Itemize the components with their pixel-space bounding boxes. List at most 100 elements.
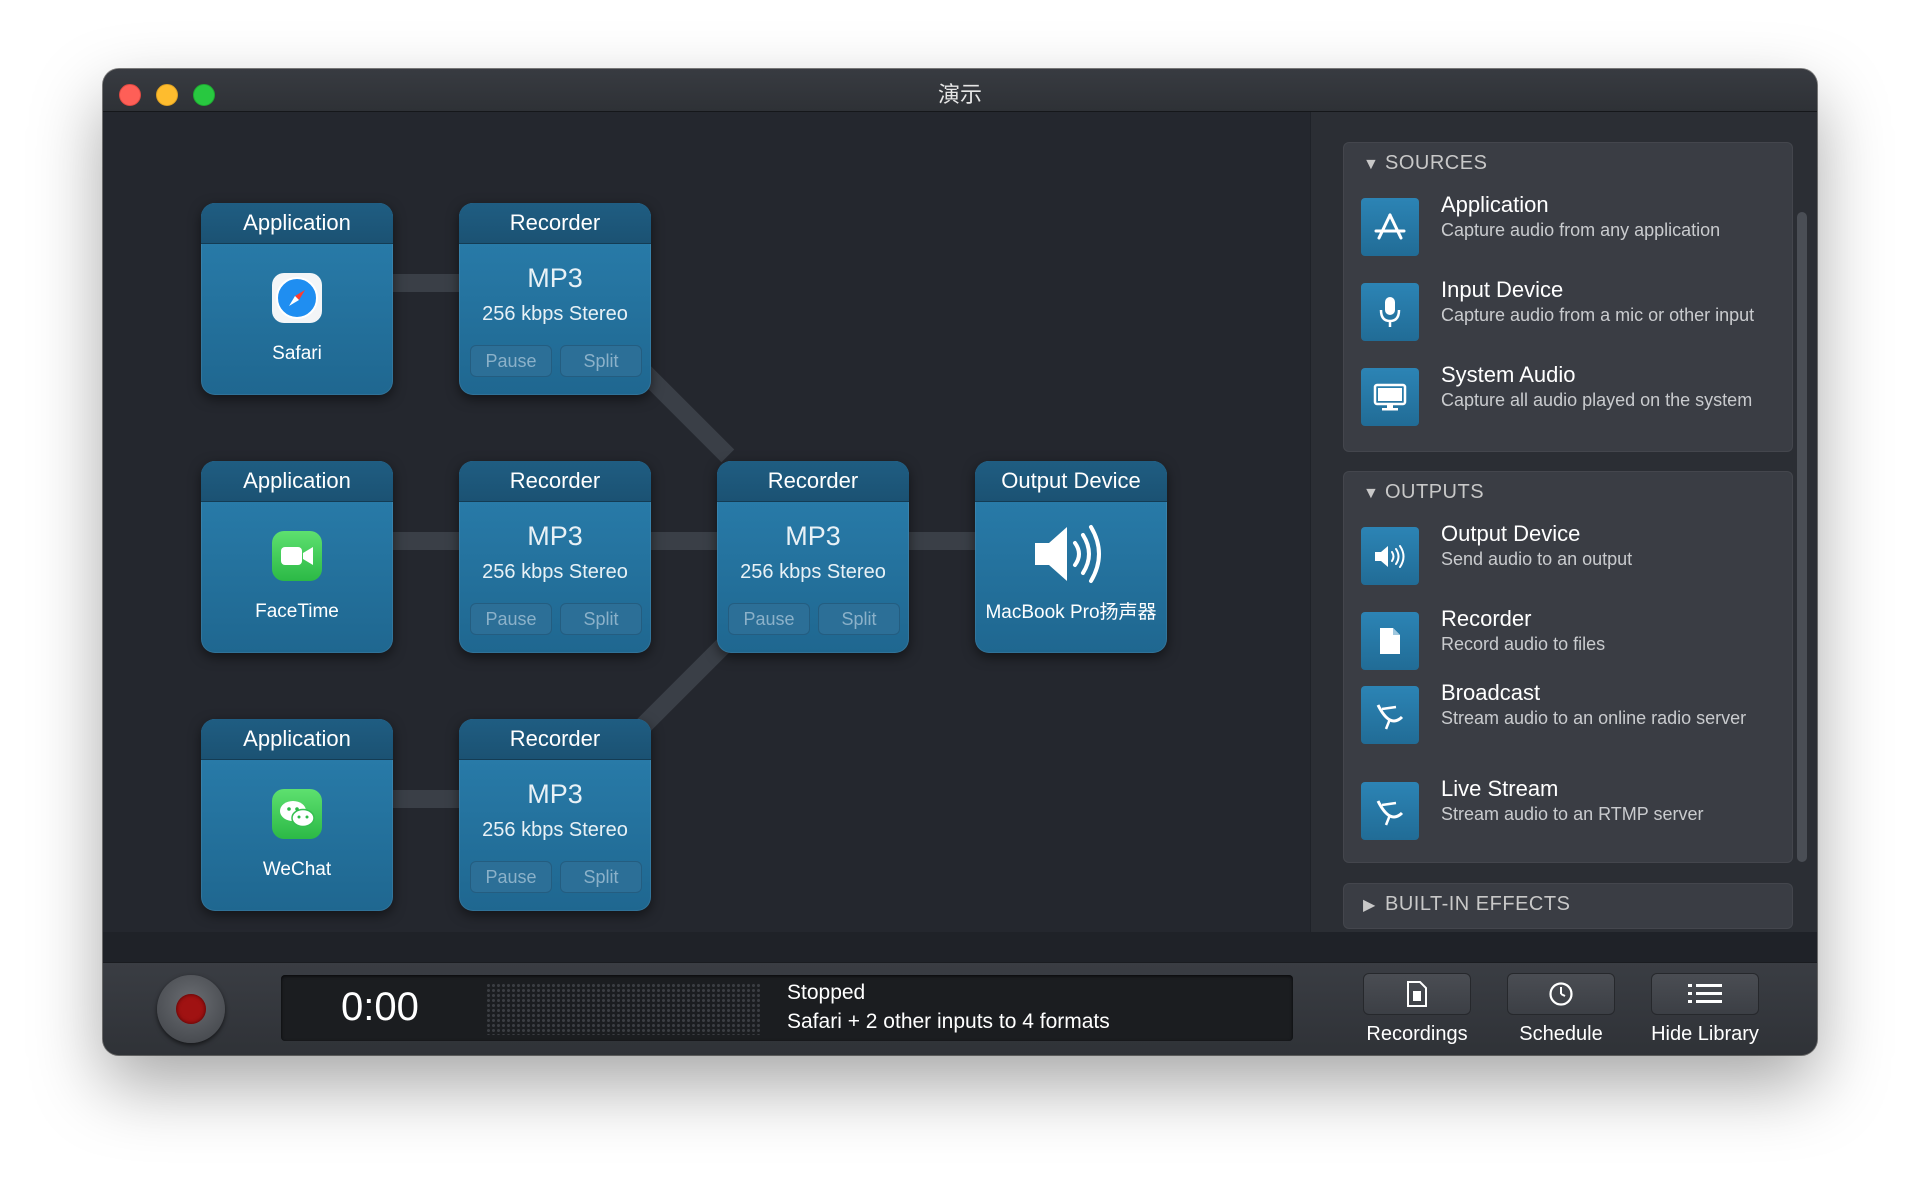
pause-button[interactable]: Pause (470, 861, 552, 893)
app-name: WeChat (262, 859, 332, 880)
hide-library-button[interactable]: Hide Library (1650, 973, 1760, 1053)
status-summary: Safari + 2 other inputs to 4 formats (787, 1010, 1110, 1033)
transport-bar: 0:00 Stopped Safari + 2 other inputs to … (103, 962, 1817, 1055)
app-name: FaceTime (255, 601, 339, 622)
library-item-recorder[interactable]: Recorder Record audio to files (1361, 606, 1781, 692)
node-header: Application (201, 203, 393, 244)
library-item-desc: Send audio to an output (1441, 549, 1633, 569)
library-item-desc: Capture audio from any application (1441, 220, 1721, 240)
library-scrollbar[interactable] (1797, 212, 1807, 862)
app-name: Safari (272, 343, 322, 364)
output-device-name: MacBook Pro扬声器 (985, 602, 1157, 623)
wire-facetime-recorder (393, 532, 463, 550)
record-icon (176, 994, 206, 1024)
pause-button[interactable]: Pause (728, 603, 810, 635)
recorder-quality: 256 kbps Stereo (740, 561, 886, 583)
schedule-button[interactable]: Schedule (1506, 973, 1616, 1053)
outputs-heading: OUTPUTS (1385, 481, 1485, 503)
output-device-node[interactable]: Output Device MacBook Pro扬声器 (975, 461, 1167, 653)
recorder-quality: 256 kbps Stereo (482, 819, 628, 841)
sources-panel: ▼ SOURCES Application Capture audio from … (1343, 142, 1793, 452)
library-item-desc: Stream audio to an online radio server (1441, 708, 1747, 728)
recorder-node-2[interactable]: Recorder MP3 256 kbps Stereo Pause Split (459, 461, 651, 653)
pause-button[interactable]: Pause (470, 603, 552, 635)
library-item-system-audio[interactable]: System Audio Capture all audio played on… (1361, 362, 1781, 448)
title-bar: 演示 (103, 69, 1817, 112)
pause-button[interactable]: Pause (470, 345, 552, 377)
minimize-window-button[interactable] (156, 84, 178, 106)
graph-canvas[interactable]: Application Safari Application FaceTime (103, 112, 1310, 932)
node-header: Recorder (459, 461, 651, 502)
recorder-format: MP3 (785, 521, 841, 551)
chevron-down-icon: ▼ (1363, 485, 1380, 502)
zoom-window-button[interactable] (193, 84, 215, 106)
wire-diagonal-bottom (636, 634, 735, 733)
status-text: Stopped (787, 981, 866, 1004)
document-icon (1361, 612, 1419, 670)
split-button[interactable]: Split (560, 345, 642, 377)
effects-heading: BUILT-IN EFFECTS (1385, 893, 1571, 915)
status-display: 0:00 Stopped Safari + 2 other inputs to … (281, 975, 1293, 1041)
app-node-wechat[interactable]: Application WeChat (201, 719, 393, 911)
safari-icon (272, 273, 322, 323)
chevron-down-icon: ▼ (1363, 156, 1380, 173)
split-button[interactable]: Split (560, 861, 642, 893)
library-item-output-device[interactable]: Output Device Send audio to an output (1361, 521, 1781, 607)
wire-recorder-recorder (651, 532, 721, 550)
split-button[interactable]: Split (560, 603, 642, 635)
close-window-button[interactable] (119, 84, 141, 106)
library-item-broadcast[interactable]: Broadcast Stream audio to an online radi… (1361, 680, 1781, 766)
effects-header[interactable]: ▶ BUILT-IN EFFECTS (1363, 893, 1570, 916)
schedule-label: Schedule (1519, 1023, 1603, 1045)
split-button[interactable]: Split (818, 603, 900, 635)
recorder-node-3[interactable]: Recorder MP3 256 kbps Stereo Pause Split (459, 719, 651, 911)
library-item-title: Live Stream (1441, 776, 1559, 801)
wire-recorder-output (909, 532, 979, 550)
effects-panel[interactable]: ▶ BUILT-IN EFFECTS (1343, 883, 1793, 929)
speaker-icon (1033, 519, 1109, 594)
library-item-title: Output Device (1441, 521, 1581, 546)
library-item-title: Application (1441, 192, 1549, 217)
satellite-dish-icon (1361, 686, 1419, 744)
node-header: Application (201, 461, 393, 502)
library-item-title: System Audio (1441, 362, 1576, 387)
outputs-panel: ▼ OUTPUTS Output Device Send audio to an … (1343, 471, 1793, 863)
recordings-label: Recordings (1366, 1023, 1468, 1045)
library-item-application[interactable]: Application Capture audio from any appli… (1361, 192, 1781, 278)
app-node-facetime[interactable]: Application FaceTime (201, 461, 393, 653)
library-item-desc: Stream audio to an RTMP server (1441, 804, 1704, 824)
library-item-desc: Record audio to files (1441, 634, 1606, 654)
node-header: Recorder (459, 719, 651, 760)
outputs-header[interactable]: ▼ OUTPUTS (1363, 481, 1484, 504)
library-item-title: Input Device (1441, 277, 1564, 302)
recorder-node-1[interactable]: Recorder MP3 256 kbps Stereo Pause Split (459, 203, 651, 395)
library-item-live-stream[interactable]: Live Stream Stream audio to an RTMP serv… (1361, 776, 1781, 862)
recorder-node-4[interactable]: Recorder MP3 256 kbps Stereo Pause Split (717, 461, 909, 653)
app-node-safari[interactable]: Application Safari (201, 203, 393, 395)
main-window: 演示 Application Safari Application (103, 69, 1817, 1055)
wire-safari-recorder (393, 274, 463, 292)
wire-wechat-recorder (393, 790, 463, 808)
recordings-button[interactable]: Recordings (1362, 973, 1472, 1053)
microphone-icon (1361, 283, 1419, 341)
library-item-title: Recorder (1441, 606, 1532, 631)
app-store-icon (1361, 198, 1419, 256)
recorder-format: MP3 (527, 779, 583, 809)
clock-icon (1549, 982, 1573, 1006)
node-header: Application (201, 719, 393, 760)
chevron-right-icon: ▶ (1363, 897, 1376, 914)
list-icon (1688, 984, 1722, 1003)
sources-heading: SOURCES (1385, 152, 1488, 174)
node-header: Recorder (459, 203, 651, 244)
sources-header[interactable]: ▼ SOURCES (1363, 152, 1487, 175)
library-item-title: Broadcast (1441, 680, 1541, 705)
record-button[interactable] (157, 975, 225, 1043)
library-item-input-device[interactable]: Input Device Capture audio from a mic or… (1361, 277, 1781, 363)
recordings-icon (1407, 981, 1427, 1007)
library-sidebar: ▼ SOURCES Application Capture audio from … (1311, 112, 1817, 932)
speaker-icon (1361, 527, 1419, 585)
hide-library-label: Hide Library (1651, 1023, 1759, 1045)
library-item-desc: Capture all audio played on the system (1441, 390, 1753, 410)
recorder-format: MP3 (527, 263, 583, 293)
library-item-desc: Capture audio from a mic or other input (1441, 305, 1755, 325)
